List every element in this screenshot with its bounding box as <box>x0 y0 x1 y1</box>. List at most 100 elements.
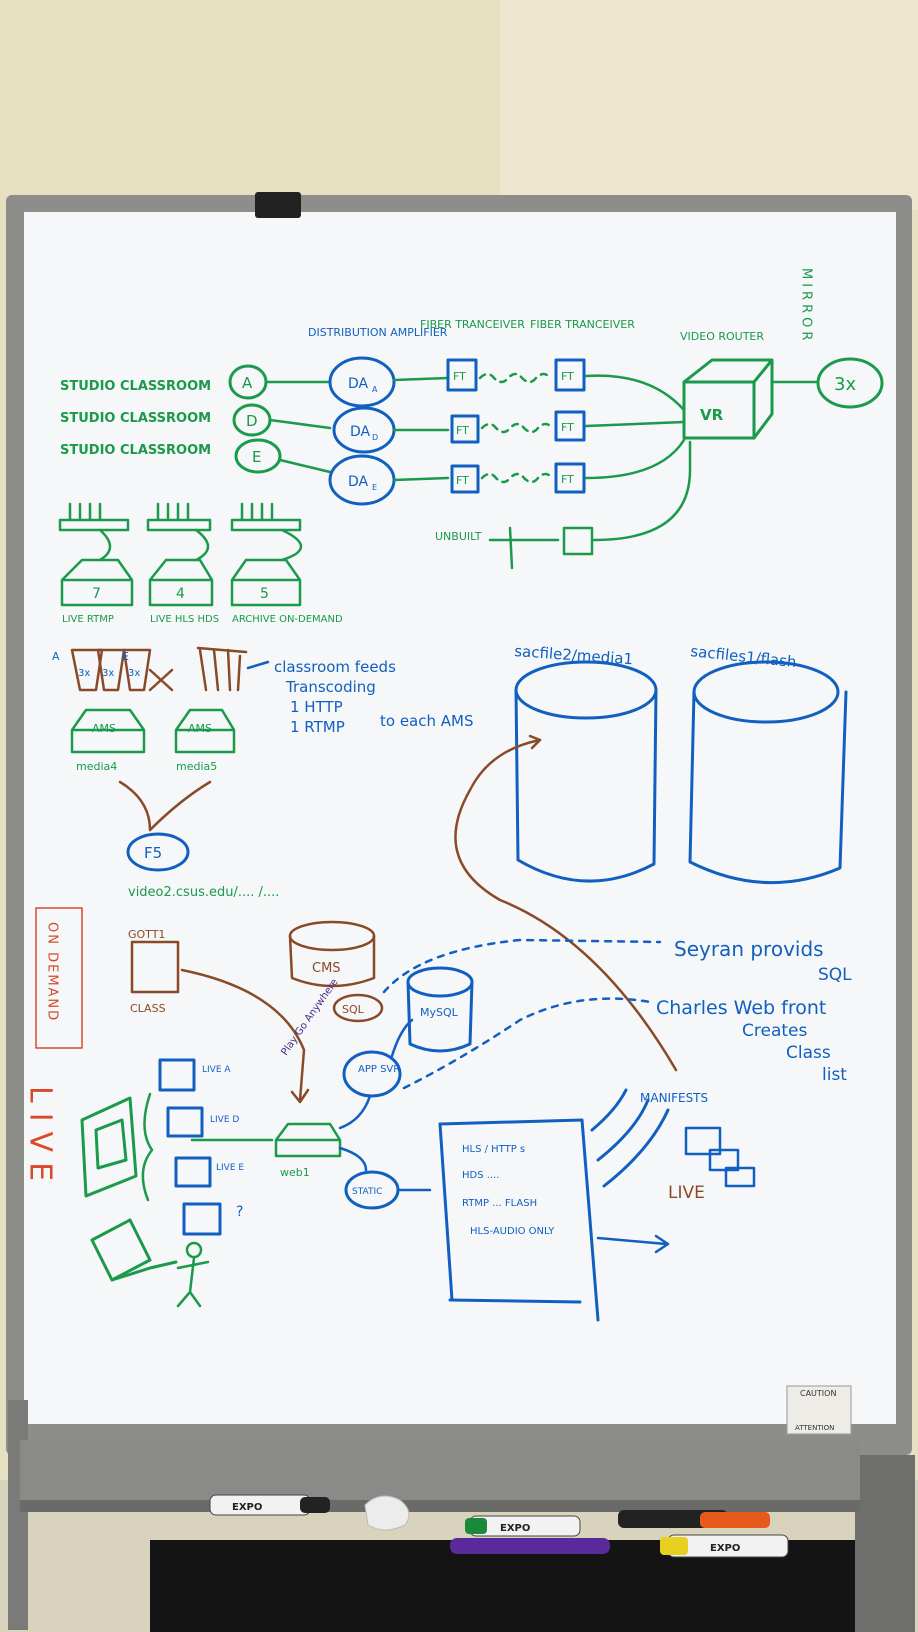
ft-to-vr-lines <box>584 374 686 480</box>
charles-note: Class <box>786 1043 831 1063</box>
cup-label: 3x <box>78 668 90 679</box>
sql-circle <box>332 993 384 1023</box>
marker-yellow: EXPO <box>660 1534 789 1558</box>
manifests-label: MANIFESTS <box>640 1091 708 1105</box>
ft-box <box>554 410 586 442</box>
ondemand-box <box>35 907 83 1049</box>
manifest-arc <box>454 738 678 1072</box>
studio-label-d: STUDIO CLASSROOM <box>60 411 211 426</box>
live-vertical-label: LIVE <box>23 1086 58 1191</box>
media-label: media4 <box>76 760 117 773</box>
ft-box <box>446 358 478 392</box>
unbuilt-box <box>562 526 594 556</box>
feed-cups <box>70 646 248 692</box>
class-label: CLASS <box>130 1002 166 1015</box>
f5-circle <box>126 832 190 872</box>
board-surface <box>24 212 896 1424</box>
charles-note: Creates <box>742 1021 807 1041</box>
marker-green: EXPO <box>465 1515 581 1537</box>
tissue <box>364 1495 410 1531</box>
ft-box <box>554 462 586 494</box>
studio-label-a: STUDIO CLASSROOM <box>60 379 211 394</box>
marker-label: EXPO <box>500 1523 530 1534</box>
stream-type: HDS .... <box>462 1170 499 1181</box>
output-circle <box>816 357 884 409</box>
ft-label: FT <box>561 421 574 434</box>
ft-label: FT <box>453 370 466 383</box>
manifest-arcs <box>590 1088 670 1188</box>
screens-brace <box>141 1092 154 1202</box>
app-server-links <box>338 1018 414 1130</box>
ams-servers <box>70 708 236 754</box>
da-label: DA <box>350 424 371 440</box>
f5-label: F5 <box>144 844 162 862</box>
person-icon <box>176 1241 210 1308</box>
marker-label: EXPO <box>232 1502 262 1513</box>
seyran-dashed-line <box>382 938 662 994</box>
ft-header-1: FIBER TRANCEIVER <box>420 318 525 331</box>
manifest-windows <box>684 1126 756 1188</box>
server-url: video2.csus.edu/.... /.... <box>128 885 279 900</box>
cms-label: CMS <box>312 961 341 976</box>
gott-label: GOTT1 <box>128 928 165 941</box>
fiber-link-a <box>478 372 552 384</box>
screen-label: ? <box>236 1204 243 1220</box>
ft-label: FT <box>561 370 574 383</box>
mysql-label: MySQL <box>420 1006 459 1019</box>
cup-letter: A <box>52 650 60 663</box>
unbuilt-label: UNBUILT <box>435 530 482 543</box>
encoder-number: 4 <box>176 586 185 602</box>
ams-to-f5 <box>118 780 212 832</box>
class-to-web-line <box>180 968 306 1102</box>
feeds-note: 1 RTMP <box>290 718 345 736</box>
room-circle-e <box>234 438 282 474</box>
marker-tray <box>20 1440 860 1510</box>
charles-note: Charles Web front <box>656 997 826 1019</box>
charles-note: list <box>822 1065 847 1085</box>
screen-label: LIVE A <box>202 1065 231 1075</box>
ams-label: AMS <box>188 722 212 735</box>
screen-label: LIVE E <box>216 1163 244 1173</box>
seyran-note: Seyran provids <box>674 937 824 961</box>
hls-arrow <box>596 1236 668 1246</box>
feeds-note: classroom feeds <box>274 658 396 676</box>
hls-arrowhead <box>654 1234 670 1254</box>
class-box <box>130 940 180 994</box>
feeds-note: Transcoding <box>285 678 376 696</box>
ft-label: FT <box>456 424 469 437</box>
stream-type: HLS-AUDIO ONLY <box>470 1226 555 1237</box>
feeds-note: 1 HTTP <box>290 698 343 716</box>
storage-cylinder-right <box>688 660 848 885</box>
mirror-label: MIRROR <box>799 268 814 344</box>
stream-type: HLS / HTTP s <box>462 1144 525 1155</box>
web1-label: web1 <box>280 1166 310 1179</box>
easel-leg-right <box>855 1455 915 1632</box>
screen-label: LIVE D <box>210 1115 239 1125</box>
da-to-ft-lines <box>392 376 450 482</box>
app-server-circle <box>342 1050 402 1098</box>
room-letter: A <box>242 374 253 392</box>
static-circle <box>344 1170 400 1210</box>
unbuilt-line <box>488 526 560 570</box>
media-label: media5 <box>176 760 217 773</box>
app-server-label: APP SVR <box>358 1064 400 1075</box>
web-to-static <box>338 1146 368 1172</box>
live-monitor-icon <box>80 1096 138 1198</box>
fiber-link-e <box>480 472 554 484</box>
encoder-caption: LIVE RTMP <box>62 614 114 625</box>
feeds-note: to each AMS <box>380 712 474 730</box>
encoder-caption: LIVE HLS HDS <box>150 614 219 625</box>
room-letter: E <box>252 448 261 466</box>
encoder-caption: ARCHIVE ON-DEMAND <box>232 614 343 625</box>
fiber-link-d <box>480 422 554 434</box>
live-tag: LIVE <box>668 1183 705 1203</box>
cup-label: 3x <box>128 668 140 679</box>
video-router-cube <box>682 358 774 440</box>
da-circle-a <box>328 356 396 408</box>
marker-orange <box>618 1510 770 1528</box>
marker-label: EXPO <box>710 1543 740 1554</box>
sql-label: SQL <box>342 1003 365 1016</box>
ft-header-2: FIBER TRANCEIVER <box>530 318 635 331</box>
da-label: DA <box>348 474 369 490</box>
ft-label: FT <box>561 473 574 486</box>
